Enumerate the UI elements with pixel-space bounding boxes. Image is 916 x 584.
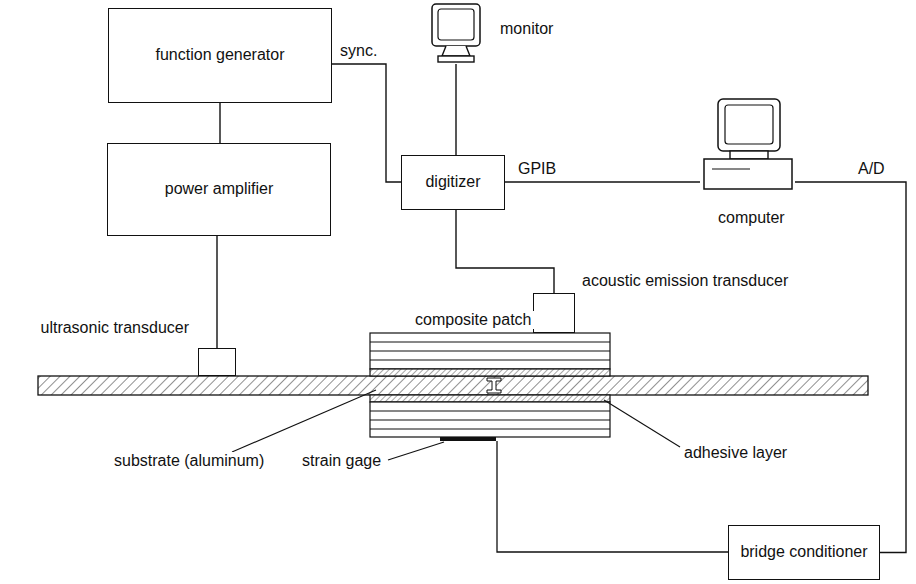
digitizer-box: digitizer: [401, 155, 505, 210]
drive-slot: [712, 168, 750, 169]
neck: [730, 151, 768, 159]
signal-line: [505, 181, 700, 182]
signal-label: A/D: [856, 160, 887, 178]
strain-gage: [440, 437, 496, 441]
node-label: computer: [718, 209, 785, 227]
bridge-conditioner-box: bridge conditioner: [728, 525, 880, 580]
node-label: power amplifier: [165, 180, 273, 198]
monitor-icon: monitor: [430, 2, 482, 64]
signal-line: [216, 236, 217, 348]
screen: [718, 99, 780, 151]
monitor-icon-art: [430, 2, 482, 64]
leader-line: [232, 390, 376, 452]
signal-line: [455, 64, 456, 155]
signal-line: [456, 210, 554, 293]
computer-icon: computer: [700, 97, 795, 192]
screen-glass: [438, 9, 474, 40]
part-label: adhesive layer: [682, 444, 789, 462]
crack: [487, 378, 501, 393]
signal-label: sync.: [338, 42, 379, 60]
signal-line: [332, 64, 401, 182]
leader-line: [604, 400, 680, 447]
substrate-plate: [38, 376, 868, 395]
signal-label: GPIB: [516, 160, 558, 178]
lower-patch: [370, 395, 610, 437]
computer-icon-art: [700, 97, 795, 192]
signal-line: [795, 182, 906, 553]
acoustic-emission-transducer: acoustic emission transducer: [533, 293, 575, 333]
screen: [432, 4, 480, 46]
function-generator-box: function generator: [108, 8, 332, 103]
part-label: strain gage: [300, 452, 383, 470]
node-label: acoustic emission transducer: [582, 272, 788, 290]
node-label: bridge conditioner: [740, 543, 867, 561]
signal-line: [219, 103, 220, 143]
ultrasonic-transducer: ultrasonic transducer: [198, 348, 236, 376]
node-label: digitizer: [425, 173, 480, 191]
node-label: monitor: [500, 20, 553, 38]
power-amplifier-box: power amplifier: [107, 143, 331, 236]
stand: [442, 46, 470, 56]
base-unit: [704, 159, 792, 189]
leader-line: [388, 442, 444, 460]
part-label: substrate (aluminum): [112, 452, 266, 470]
screen-glass: [725, 105, 773, 144]
part-label: composite patch: [413, 311, 534, 329]
node-label: ultrasonic transducer: [40, 319, 189, 337]
upper-patch: [370, 333, 610, 376]
base: [438, 56, 474, 62]
node-label: function generator: [156, 46, 285, 64]
